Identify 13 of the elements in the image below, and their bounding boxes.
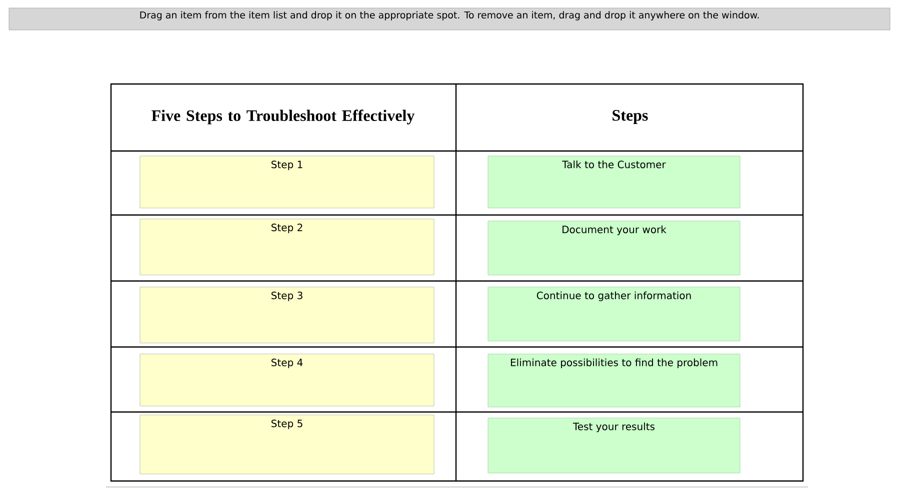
drop-target: Step 5 — [140, 414, 434, 474]
instruction-bar: Drag an item from the item list and drop it on the appropriate spot. To remove an item, drag and drop it anywhere on the window. — [8, 8, 890, 30]
drop-target: Step 4 — [140, 354, 434, 406]
step-item: Eliminate possibilities to find the problem — [488, 354, 740, 408]
drop-target: Step 1 — [140, 156, 434, 208]
drop-target: Step 3 — [140, 286, 434, 344]
column-header: Five Steps to Troubleshoot Effectively — [152, 110, 415, 124]
step-item: Document your work — [488, 220, 740, 276]
step-item: Talk to the Customer — [488, 156, 740, 208]
step-item: Continue to gather information — [488, 286, 740, 342]
column-header: Steps — [612, 110, 648, 124]
step-item: Test your results — [488, 418, 740, 474]
drop-target: Step 2 — [140, 218, 434, 276]
